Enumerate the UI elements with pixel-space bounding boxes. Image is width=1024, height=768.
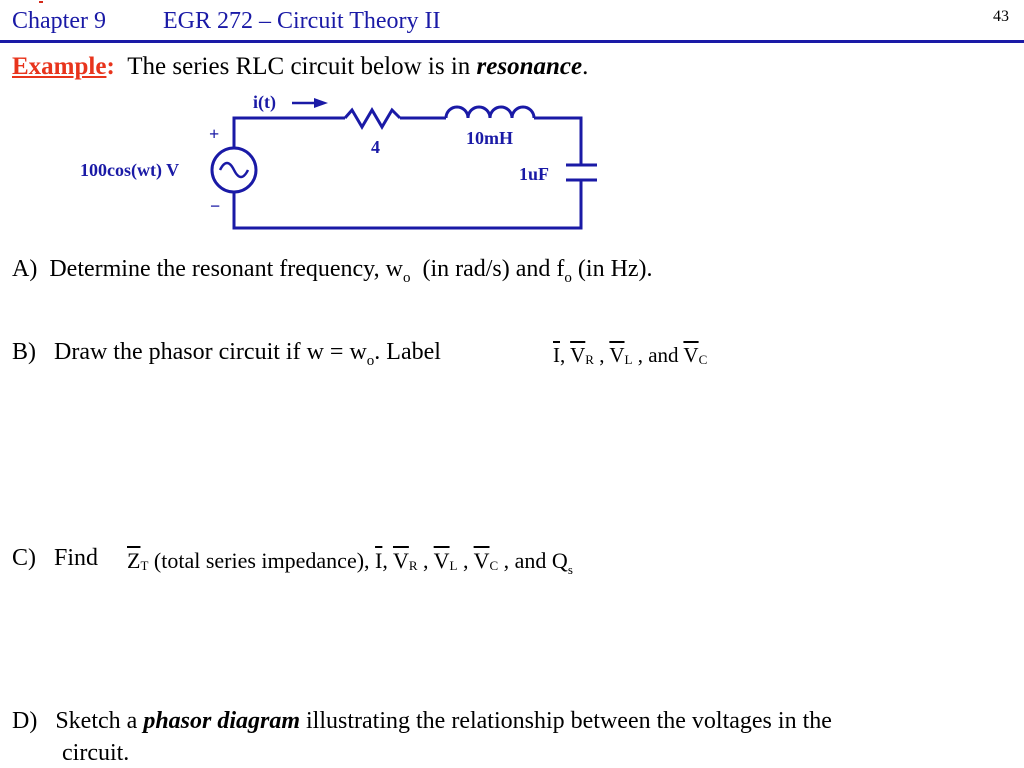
phasor-vl: V bbox=[609, 343, 625, 367]
example-label: Example bbox=[12, 53, 107, 80]
phasor-vr: V bbox=[392, 548, 409, 573]
part-b-letter: B) bbox=[12, 339, 36, 365]
rlc-circuit-diagram: i(t) + 100cos(wt) V − 4 10mH 1uF bbox=[80, 92, 597, 230]
wire-bottom bbox=[232, 180, 583, 230]
resistor-symbol bbox=[343, 107, 402, 130]
part-d-emphasis: phasor diagram bbox=[143, 708, 301, 734]
subscript-s: s bbox=[567, 562, 573, 577]
separator: , bbox=[417, 548, 434, 573]
example-colon: : bbox=[106, 53, 115, 80]
subscript-l: L bbox=[449, 558, 458, 573]
subscript-t: T bbox=[140, 558, 149, 573]
part-c-text: (total series impedance), bbox=[148, 548, 376, 573]
current-arrow bbox=[292, 98, 328, 108]
circuit-wires bbox=[210, 105, 597, 230]
subscript-o: o bbox=[402, 270, 411, 286]
part-a-text-2: (in rad/s) and f bbox=[416, 256, 565, 282]
capacitor-value: 1uF bbox=[519, 164, 549, 184]
source-label: 100cos(wt) V bbox=[80, 160, 179, 181]
separator: , bbox=[560, 343, 571, 367]
subscript-o: o bbox=[564, 270, 572, 286]
phasor-vc: V bbox=[473, 548, 490, 573]
part-a-text-3: (in Hz). bbox=[571, 256, 653, 282]
chapter-title: Chapter 9 bbox=[12, 8, 106, 34]
current-label: i(t) bbox=[253, 92, 276, 113]
part-d-text-2: illustrating the relationship between th… bbox=[300, 708, 832, 734]
separator: , bbox=[593, 343, 610, 367]
part-b-phasor-labels: I, VR , VL , and VC bbox=[553, 343, 707, 368]
part-c: C) Find bbox=[12, 545, 98, 572]
source-minus: − bbox=[210, 196, 220, 216]
wire-top-left bbox=[232, 116, 345, 148]
page-number: 43 bbox=[993, 8, 1009, 25]
phasor-zt: Z bbox=[127, 548, 141, 573]
source-plus: + bbox=[209, 124, 219, 144]
phasor-i: I bbox=[375, 548, 383, 573]
subscript-l: L bbox=[624, 352, 633, 367]
wire-top-right bbox=[534, 116, 583, 165]
course-title: EGR 272 – Circuit Theory II bbox=[163, 8, 441, 34]
subscript-r: R bbox=[408, 558, 418, 573]
subscript-o: o bbox=[366, 353, 375, 369]
part-d-text: Sketch a bbox=[55, 708, 144, 734]
part-c-quantities: ZT (total series impedance), I, VR , VL … bbox=[127, 548, 573, 577]
ac-source-circle bbox=[210, 146, 258, 194]
part-c-find: Find bbox=[54, 545, 99, 571]
separator: , bbox=[382, 548, 393, 573]
example-text: The series RLC circuit below is in bbox=[127, 53, 471, 80]
subscript-c: C bbox=[489, 558, 499, 573]
phasor-i: I bbox=[553, 343, 560, 367]
separator: , and bbox=[632, 343, 684, 367]
part-a-text: Determine the resonant frequency, w bbox=[49, 256, 403, 282]
example-emphasis: resonance bbox=[476, 53, 583, 80]
resistor-value: 4 bbox=[371, 137, 380, 157]
subscript-r: R bbox=[585, 352, 594, 367]
example-period: . bbox=[582, 53, 589, 80]
phasor-vl: V bbox=[433, 548, 450, 573]
part-d-letter: D) bbox=[12, 708, 38, 734]
separator: , bbox=[457, 548, 474, 573]
part-a-letter: A) bbox=[12, 256, 38, 282]
part-d-continuation: circuit. bbox=[62, 740, 130, 766]
part-b-text-2: . Label bbox=[374, 339, 441, 365]
inductor-value: 10mH bbox=[466, 128, 513, 148]
quality-factor-text: , and Q bbox=[498, 548, 568, 573]
inductor-symbol bbox=[444, 105, 536, 119]
example-line: Example: The series RLC circuit below is… bbox=[12, 53, 588, 81]
phasor-vr: V bbox=[570, 343, 586, 367]
part-c-letter: C) bbox=[12, 545, 36, 571]
header-accent-mark bbox=[39, 1, 43, 3]
part-d: D) Sketch a phasor diagram illustrating … bbox=[12, 708, 832, 735]
part-b-text: Draw the phasor circuit if w = w bbox=[54, 339, 367, 365]
header-divider bbox=[0, 40, 1024, 43]
part-a: A) Determine the resonant frequency, wo … bbox=[12, 256, 653, 286]
subscript-c: C bbox=[698, 352, 708, 367]
part-b: B) Draw the phasor circuit if w = wo. La… bbox=[12, 339, 441, 369]
ac-source-sine bbox=[218, 161, 250, 179]
phasor-vc: V bbox=[683, 343, 699, 367]
